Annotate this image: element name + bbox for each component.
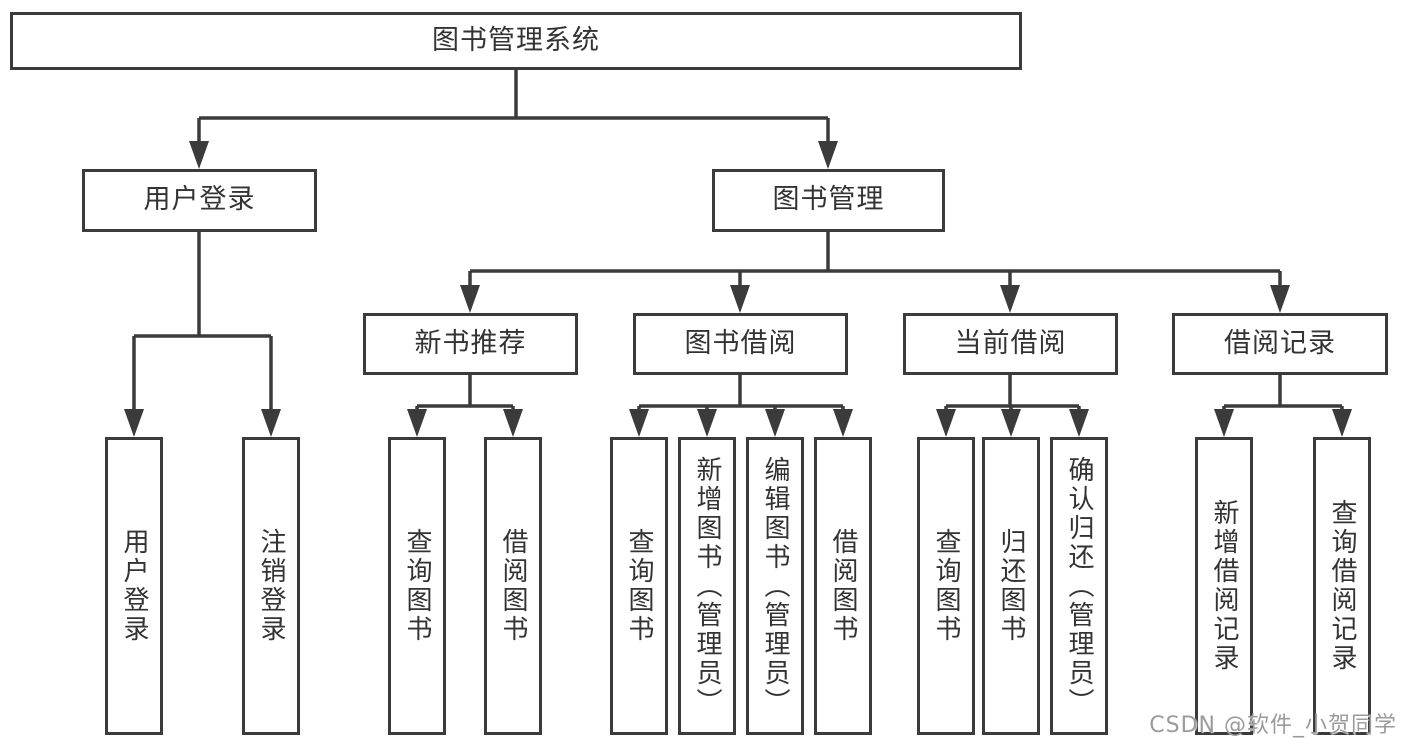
connector-current-borrow-to-leaves: [936, 375, 1089, 437]
leaf-query-borrow-record: 查询借阅记录: [1313, 437, 1371, 735]
connector-book-borrow-to-leaves: [629, 375, 853, 437]
node-current-borrow: 当前借阅: [903, 313, 1118, 375]
node-new-book-recommend: 新书推荐: [363, 313, 578, 375]
leaf-user-login: 用户登录: [105, 437, 163, 735]
leaf-add-books-admin: 新增图书（管理员）: [678, 437, 736, 735]
leaf-edit-books-admin: 编辑图书（管理员）: [746, 437, 804, 735]
node-user-login: 用户登录: [82, 169, 317, 232]
leaf-query-books-current: 查询图书: [917, 437, 975, 735]
connector-new-book-recommend-to-leaves: [407, 375, 523, 437]
leaf-borrow-books: 借阅图书: [814, 437, 872, 735]
connector-book-management-to-level3: [460, 232, 1290, 313]
leaf-query-books-borrow: 查询图书: [610, 437, 668, 735]
leaf-return-books: 归还图书: [982, 437, 1040, 735]
leaf-borrow-books-recommend: 借阅图书: [484, 437, 542, 735]
node-book-management: 图书管理: [712, 169, 945, 232]
leaf-add-borrow-record: 新增借阅记录: [1195, 437, 1253, 735]
connector-root-to-level2: [189, 70, 838, 169]
node-library-management-system: 图书管理系统: [10, 12, 1022, 70]
node-borrow-records: 借阅记录: [1172, 313, 1388, 375]
leaf-query-books-recommend: 查询图书: [388, 437, 446, 735]
node-book-borrow: 图书借阅: [633, 313, 848, 375]
csdn-watermark: CSDN @软件_小贺同学: [1149, 713, 1397, 738]
leaf-logout: 注销登录: [242, 437, 300, 735]
connector-borrow-records-to-leaves: [1214, 375, 1352, 437]
connector-user-login-to-leaves: [124, 232, 281, 437]
leaf-confirm-return-admin: 确认归还（管理员）: [1050, 437, 1108, 735]
